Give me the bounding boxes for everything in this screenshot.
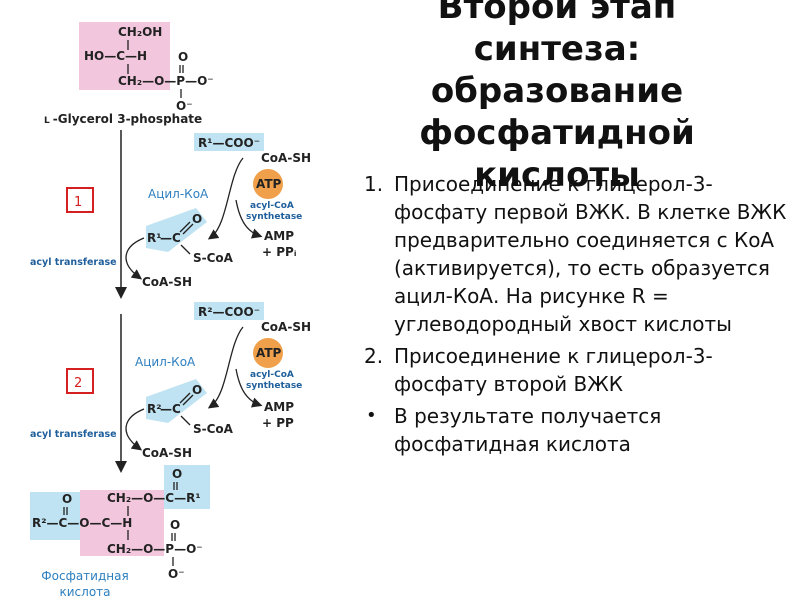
- acid-2-box: [194, 302, 264, 320]
- step-1-box: [66, 187, 94, 213]
- product-acyl-1-highlight: [164, 465, 210, 509]
- point-item-2: 2. Присоединение к глицерол-3-фосфату вт…: [364, 342, 794, 398]
- acid-1-label: R¹—COO⁻: [198, 136, 260, 150]
- acid-1-box: [194, 133, 264, 151]
- acyl-1-r: R¹: [147, 231, 162, 245]
- acyl-coa-label-1: Ацил-КоА: [148, 187, 209, 201]
- acyl-coa-label-2: Ацил-КоА: [135, 355, 196, 369]
- svg-text:CH₂—O—P—O⁻: CH₂—O—P—O⁻: [107, 542, 203, 556]
- coa-sh-2: CoA-SH: [261, 320, 311, 334]
- svg-text:R²—C—O—C—H: R²—C—O—C—H: [32, 516, 132, 530]
- point-text: Присоединение к глицерол-3-фосфату второ…: [394, 344, 713, 396]
- svg-text:O: O: [62, 492, 72, 506]
- synthetase-2-line2: synthetase: [246, 381, 302, 391]
- product-label-line1: Фосфатидная: [41, 569, 128, 583]
- svg-text:CH₂OH: CH₂OH: [118, 25, 162, 39]
- point-item-3: • В результате получается фосфатидная ки…: [364, 402, 794, 458]
- svg-text:HO—C—H: HO—C—H: [84, 49, 147, 63]
- amp-2: AMP: [264, 400, 294, 414]
- s-coa-2: S-CoA: [193, 422, 234, 436]
- ppi-1: + PPᵢ: [262, 245, 296, 259]
- acyl-transferase-1: acyl transferase: [30, 257, 117, 268]
- synthetase-1-line2: synthetase: [246, 212, 302, 222]
- acyl-1-highlight: [146, 208, 207, 252]
- svg-text:O⁻: O⁻: [168, 567, 185, 581]
- point-text: В результате получается фосфатидная кисл…: [394, 404, 662, 456]
- acid-2-label: R²—COO⁻: [198, 305, 260, 319]
- g3p-label: L-Glycerol 3-phosphate: [44, 112, 202, 126]
- coa-sh-out-1: CoA-SH: [142, 275, 192, 289]
- acyl-2-r: R²: [147, 402, 162, 416]
- acyl-transferase-2: acyl transferase: [30, 429, 117, 440]
- acyl-2-highlight: [146, 379, 207, 423]
- pp-2: + PP: [262, 416, 294, 430]
- s-coa-1: S-CoA: [193, 251, 234, 265]
- atp-circle-2: [253, 338, 283, 368]
- glycerol-highlight: [79, 22, 170, 90]
- synthetase-2-line1: acyl-CoA: [250, 370, 294, 380]
- step-2-number: 2: [74, 376, 82, 391]
- product-glycerol-highlight: [80, 490, 164, 556]
- svg-text:O: O: [178, 50, 188, 64]
- coa-sh-out-2: CoA-SH: [142, 446, 192, 460]
- point-item-1: 1. Присоединение к глицерол-3-фосфату пе…: [364, 170, 794, 338]
- atp-circle-1: [253, 169, 283, 199]
- svg-text:CH₂—O—P—O⁻: CH₂—O—P—O⁻: [118, 74, 214, 88]
- amp-1: AMP: [264, 229, 294, 243]
- svg-text:O: O: [170, 518, 180, 532]
- points-list: 1. Присоединение к глицерол-3-фосфату пе…: [364, 170, 794, 462]
- svg-text:—C: —C: [160, 402, 181, 416]
- synthesis-diagram: CH₂OH HO—C—H CH₂—O—P—O⁻ O O⁻ L-Glycerol …: [30, 22, 311, 599]
- svg-text:O: O: [172, 467, 182, 481]
- synthetase-1-line1: acyl-CoA: [250, 201, 294, 211]
- svg-text:O⁻: O⁻: [176, 99, 193, 113]
- product-label-line2: кислота: [60, 585, 111, 599]
- step-1-number: 1: [74, 195, 82, 210]
- phosphatidic-acid-structure: O CH₂—O—C—R¹ O R²—C—O—C—H CH₂—O—P—O⁻ O O…: [32, 467, 203, 581]
- atp-label-2: ATP: [256, 346, 282, 360]
- svg-text:O: O: [192, 383, 202, 397]
- point-marker: 1.: [364, 172, 384, 196]
- atp-label-1: ATP: [256, 177, 282, 191]
- step-2-box: [66, 368, 94, 394]
- svg-text:—C: —C: [160, 231, 181, 245]
- product-acyl-2-highlight: [30, 492, 80, 540]
- slide-title: Второй этап синтеза: образование фосфати…: [419, 0, 695, 195]
- point-marker: •: [366, 405, 377, 426]
- svg-text:O: O: [192, 212, 202, 226]
- point-marker: 2.: [364, 344, 384, 368]
- coa-sh-1: CoA-SH: [261, 151, 311, 165]
- svg-text:CH₂—O—C—R¹: CH₂—O—C—R¹: [107, 491, 201, 505]
- point-text: Присоединение к глицерол-3-фосфату перво…: [394, 172, 787, 336]
- glycerol-3-phosphate-structure: CH₂OH HO—C—H CH₂—O—P—O⁻ O O⁻: [84, 25, 214, 113]
